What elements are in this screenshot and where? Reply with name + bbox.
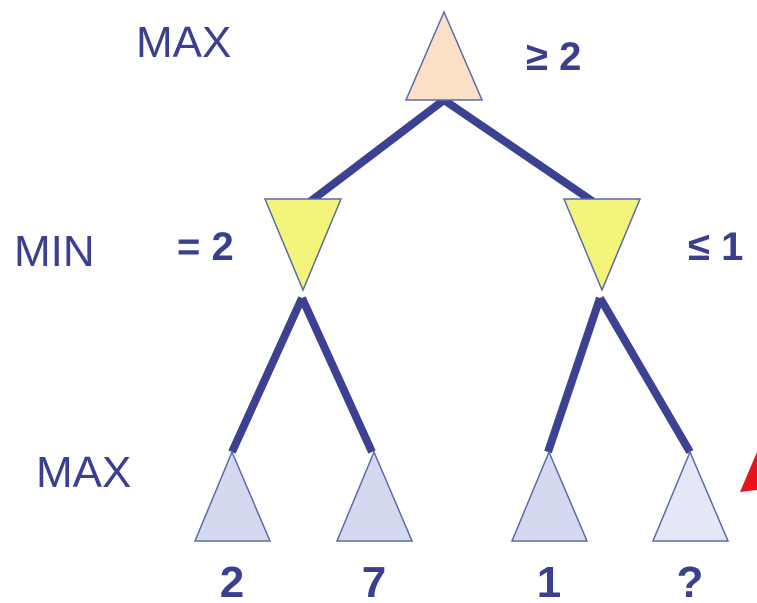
min-node-right <box>562 198 642 292</box>
leaf-value-1: 2 <box>220 558 244 603</box>
leaf-value-3: 1 <box>537 558 561 603</box>
max-root-node <box>404 10 484 101</box>
edge-rightmin-leaf4 <box>596 295 694 455</box>
leaf-node-3 <box>510 450 589 542</box>
level-label-top: MAX <box>136 18 231 67</box>
pruned-marker-icon <box>740 452 757 492</box>
edge-leftmin-leaf2 <box>298 296 376 454</box>
left-min-bound-label: = 2 <box>177 225 234 269</box>
level-label-middle: MIN <box>14 227 95 276</box>
level-label-bottom: MAX <box>36 448 131 497</box>
min-node-left <box>263 198 343 292</box>
edge-root-right <box>441 96 604 211</box>
leaf-node-1 <box>193 450 272 542</box>
right-min-bound-label: ≤ 1 <box>688 225 743 269</box>
edge-rightmin-leaf3 <box>544 296 604 454</box>
leaf-value-4: ? <box>677 558 704 603</box>
root-bound-label: ≥ 2 <box>526 35 581 79</box>
edge-leftmin-leaf1 <box>228 296 306 454</box>
edge-root-left <box>300 96 447 211</box>
leaf-node-4 <box>651 450 730 542</box>
leaf-value-2: 7 <box>362 558 386 603</box>
leaf-node-2 <box>335 450 414 542</box>
